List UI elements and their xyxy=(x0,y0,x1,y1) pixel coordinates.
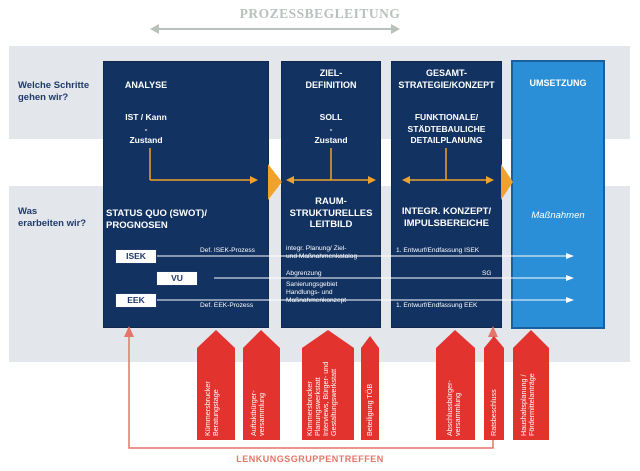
process-arrow xyxy=(150,24,400,34)
analyse-result: STATUS QUO (SWOT)/ PROGNOSEN xyxy=(106,208,207,231)
gesamt-title: GESAMT- STRATEGIE/KONZEPT xyxy=(398,68,495,90)
event-haushaltsplanung: Haushaltsplanung / Fördermittelanträge xyxy=(519,373,536,436)
row-label-results: Was erarbeiten wir? xyxy=(18,206,87,229)
event-beratungstage: Kümmersbrucker Beratungstage xyxy=(203,381,220,436)
footer-label: LENKUNGSGRUPPENTREFFEN xyxy=(236,454,384,464)
ziel-result: RAUM- STRUKTURELLES LEITBILD xyxy=(289,196,373,230)
entwurf-eek-text: 1. Entwurf/Endfassung EEK xyxy=(396,302,478,309)
chevron-arrow-2 xyxy=(501,164,513,200)
def-eek-text: Def. EEK-Prozess xyxy=(200,302,254,309)
column-gesamt xyxy=(392,62,501,327)
event-shape-1 xyxy=(197,330,235,440)
sg-text: SG xyxy=(482,270,492,277)
page-title: PROZESSBEGLEITUNG xyxy=(239,6,401,21)
event-shape-6 xyxy=(484,336,504,440)
umsetzung-title: UMSETZUNG xyxy=(529,78,587,88)
isek-tag: ISEK xyxy=(115,249,157,264)
chevron-arrow-1 xyxy=(268,164,282,200)
integr-planung-text: integr. Planung/ Ziel- und Maßnahmenkata… xyxy=(286,245,358,260)
column-umsetzung xyxy=(513,62,603,327)
abgrenzung-text: Abgrenzung xyxy=(286,270,322,277)
event-ratsbeschluss: Ratsbeschluss xyxy=(489,389,498,436)
entwurf-isek-text: 1. Entwurf/Endfassung ISEK xyxy=(396,247,480,254)
analyse-title: ANALYSE xyxy=(124,80,168,90)
event-shape-7 xyxy=(513,330,549,440)
event-shape-3 xyxy=(302,330,354,440)
event-shape-2 xyxy=(243,330,280,440)
eek-tag: EEK xyxy=(115,293,157,308)
vu-tag: VU xyxy=(156,271,198,286)
event-abschlussversammlung: Abschlussbürger- versammlung xyxy=(445,380,462,436)
row-label-steps: Welche Schritte gehen wir? xyxy=(18,80,90,103)
analyse-subtitle: IST / Kann - Zustand xyxy=(125,112,167,145)
umsetzung-result: Maßnahmen xyxy=(531,210,585,221)
ziel-subtitle: SOLL - Zustand xyxy=(314,112,348,145)
gesamt-subtitle: FUNKTIONALE/ STÄDTEBAULICHE DETAILPLANUN… xyxy=(407,112,486,145)
event-auftaktversammlung: Auftaktbürger- versammlung xyxy=(249,390,266,436)
event-shape-5 xyxy=(436,330,475,440)
event-planungswerkstatt: Kümmersbrucker Planungswerkstatt Intervi… xyxy=(305,361,338,436)
def-isek-text: Def. ISEK-Prozess xyxy=(200,247,255,254)
column-ziel xyxy=(282,62,380,327)
event-beteiligung-toeb: Beteiligung TÖB xyxy=(365,383,374,436)
ziel-title: ZIEL- DEFINITION xyxy=(305,68,357,90)
sanierung-text: Sanierungsgebiet Handlungs- und Maßnahme… xyxy=(286,281,347,304)
event-shape-4 xyxy=(361,336,379,440)
gesamt-result: INTEGR. KONZEPT/ IMPULSBEREICHE xyxy=(401,206,492,229)
